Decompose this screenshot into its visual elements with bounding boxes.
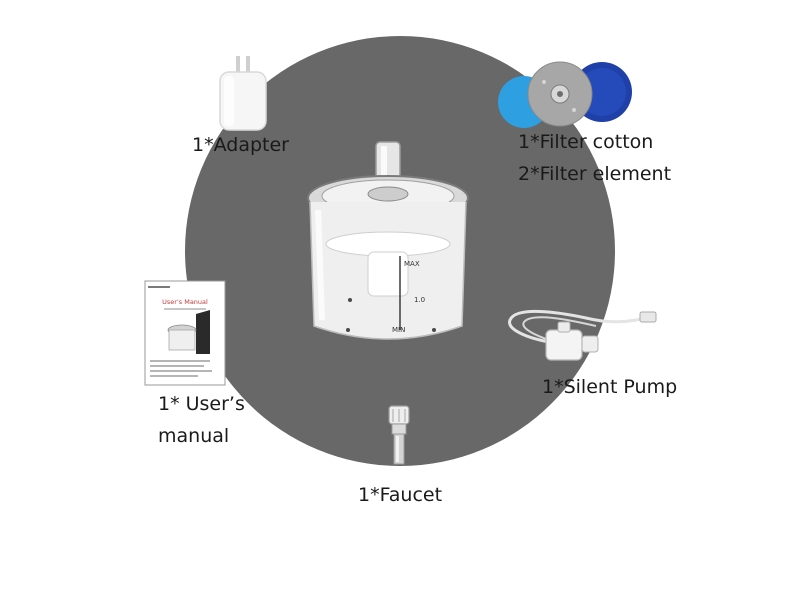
level-min-text: MIN <box>392 326 405 334</box>
manual-label-line2: manual <box>158 425 230 447</box>
user-manual-image: User's Manual <box>144 280 226 386</box>
adapter-image <box>219 56 267 131</box>
filter-cotton-label: 1*Filter cotton <box>518 131 654 153</box>
filter-element-label: 2*Filter element <box>518 163 672 185</box>
manual-label: 1* User’s manual <box>158 388 245 452</box>
filter-label: 1*Filter cotton 2*Filter element <box>518 126 671 190</box>
manual-cover-title: User's Manual <box>162 298 208 306</box>
manual-label-line1: 1* User’s <box>158 393 245 415</box>
level-mid-text: 1.0 <box>414 296 425 304</box>
pump-label: 1*Silent Pump <box>542 376 678 398</box>
silent-pump-image <box>508 310 657 361</box>
water-fountain-image: MAX 1.0 MIN <box>307 141 469 340</box>
level-max-text: MAX <box>404 260 420 268</box>
faucet-image <box>388 405 410 465</box>
filter-set-image <box>498 61 632 128</box>
adapter-label: 1*Adapter <box>192 134 289 156</box>
faucet-label: 1*Faucet <box>358 484 443 506</box>
